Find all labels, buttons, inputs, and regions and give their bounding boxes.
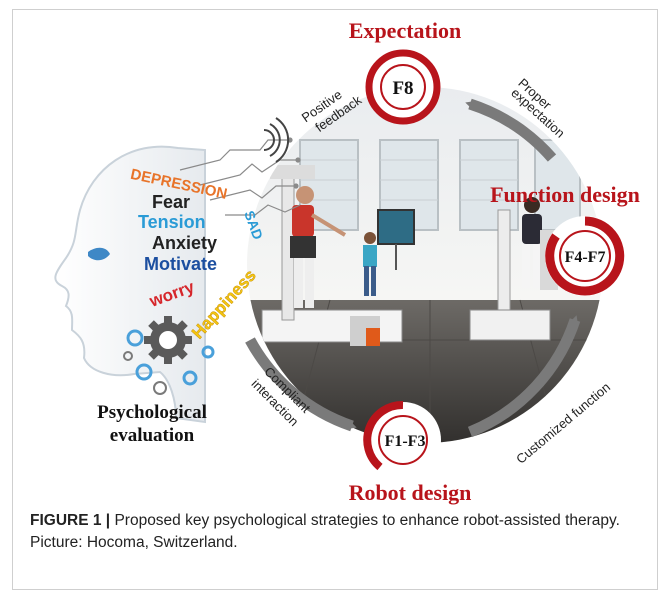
arrow-compliant-interaction — [245, 337, 357, 432]
caption-text: Proposed key psychological strategies to… — [30, 512, 620, 551]
label-expectation: Expectation — [349, 18, 461, 43]
badge-f8-label: F8 — [392, 78, 413, 99]
word-tension: Tension — [138, 212, 206, 232]
arrow-customized-function — [467, 315, 581, 438]
badge-f1-f3-label: F1-F3 — [385, 433, 426, 450]
label-psychological: Psychological — [97, 402, 207, 423]
label-function-design: Function design — [490, 182, 640, 207]
figure-area: DEPRESSION Fear Tension Anxiety Motivate… — [54, 18, 640, 505]
badge-f8: F8 — [365, 49, 441, 125]
arrow-proper-expectation — [465, 98, 557, 162]
signal-waves-icon — [263, 117, 290, 163]
therapy-photo — [247, 87, 603, 443]
figure-diagram: DEPRESSION Fear Tension Anxiety Motivate… — [54, 18, 640, 505]
caption-label: FIGURE 1 | — [30, 512, 111, 529]
label-robot-design: Robot design — [349, 480, 472, 505]
badge-f4-f7-label: F4-F7 — [565, 249, 606, 266]
badge-f4-f7: F4-F7 — [545, 216, 625, 296]
word-motivate: Motivate — [144, 254, 217, 274]
label-evaluation: evaluation — [110, 425, 195, 446]
gear-cluster-icon — [123, 316, 215, 395]
badge-f1-f3: F1-F3 — [363, 400, 441, 478]
word-anxiety: Anxiety — [152, 233, 217, 253]
word-fear: Fear — [152, 192, 190, 212]
cycle-arrows — [245, 98, 581, 438]
figure-caption: FIGURE 1 | Proposed key psychological st… — [30, 510, 655, 554]
